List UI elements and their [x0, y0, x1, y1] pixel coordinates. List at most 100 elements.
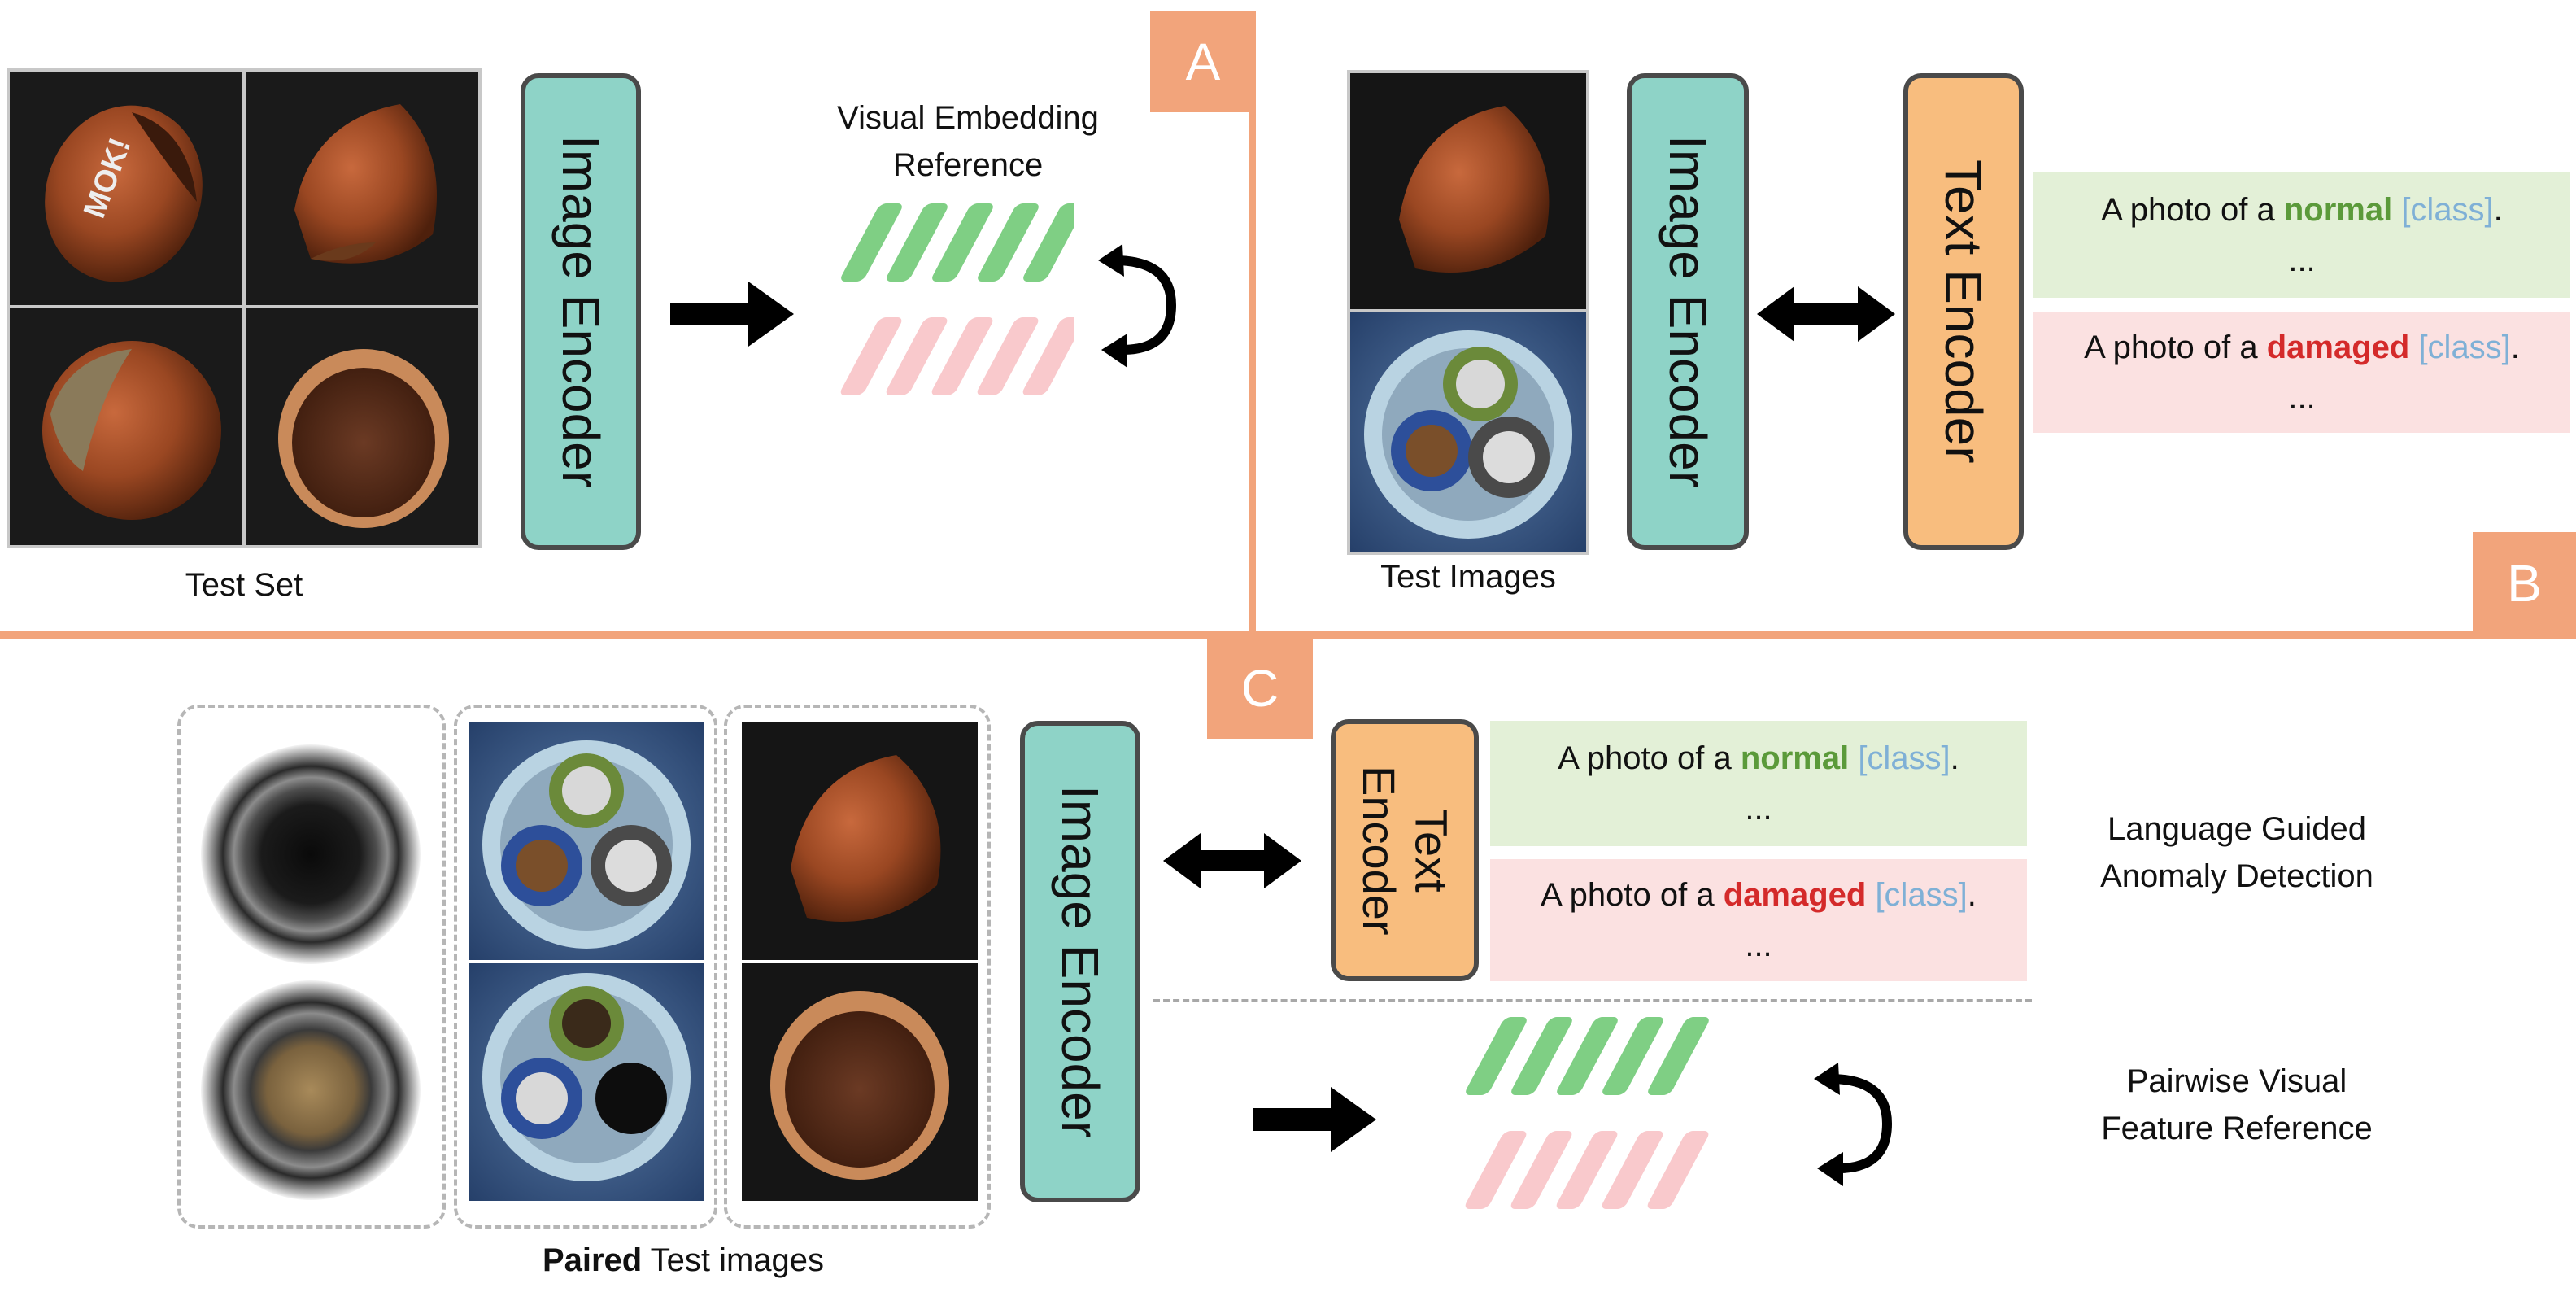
- prompt-prefix: A photo of a: [2084, 330, 2267, 365]
- arrow-right-c-icon: [1253, 1087, 1376, 1152]
- hazelnut-test-image: [1350, 73, 1586, 309]
- panel-c-letter: C: [1207, 638, 1313, 739]
- double-arrow-icon: [1757, 286, 1895, 342]
- image-encoder-c: Image Encoder: [1020, 721, 1140, 1202]
- embedding-green-bar: [841, 203, 902, 282]
- embedding-pink-bar: [1022, 317, 1074, 395]
- embedding-green-bar: [1511, 1017, 1572, 1095]
- embedding-bars-a: [840, 203, 1074, 395]
- visual-embedding-caption: Visual Embedding Reference: [781, 94, 1155, 189]
- text-encoder-b-label: Text Encoder: [1934, 159, 1993, 464]
- embedding-bars-c: [1465, 1017, 1709, 1209]
- embedding-green-bar: [1023, 203, 1074, 282]
- cable-image-missing-wire: [469, 963, 704, 1201]
- normal-prompt-b-text: A photo of a normal [class].: [2101, 185, 2503, 235]
- paired-test-images-caption: Paired Test images: [455, 1237, 911, 1284]
- visual-embedding-caption-line2: Reference: [892, 147, 1044, 183]
- hazelnut-image-crack-c: [742, 963, 978, 1201]
- divider-vertical: [1249, 11, 1256, 638]
- cable-image-normal: [469, 722, 704, 960]
- prompt-keyword-normal: normal: [2283, 192, 2393, 228]
- embedding-pink-bar: [931, 317, 993, 395]
- prompt-prefix: A photo of a: [2101, 192, 2284, 228]
- hazelnut-image-good-2: [10, 308, 242, 545]
- prompt-prefix: A photo of a: [1541, 877, 1724, 913]
- prompt-suffix: .: [1967, 877, 1977, 913]
- prompt-class-token: [class]: [2418, 330, 2511, 365]
- image-encoder-b-label: Image Encoder: [1658, 134, 1717, 489]
- text-encoder-c-label: Text Encoder: [1353, 766, 1458, 936]
- prompt-keyword-damaged: damaged: [2266, 330, 2410, 365]
- damaged-prompt-c: A photo of a damaged [class]. ...: [1490, 859, 2027, 981]
- bottle-image-normal: [201, 744, 421, 964]
- embedding-pink-bar: [1510, 1131, 1572, 1209]
- image-encoder-b: Image Encoder: [1627, 73, 1749, 550]
- embedding-pink-bar: [1556, 1131, 1618, 1209]
- pairwise-line2: Feature Reference: [2101, 1111, 2373, 1146]
- damaged-prompt-b-text: A photo of a damaged [class].: [2084, 322, 2520, 373]
- paired-caption-bold: Paired: [542, 1242, 643, 1278]
- hazelnut-image-text-defect: MOK!: [10, 72, 242, 305]
- panel-a-letter: A: [1150, 11, 1256, 112]
- text-encoder-c-line1: Text: [1406, 808, 1458, 893]
- pairwise-label: Pairwise Visual Feature Reference: [2033, 1058, 2440, 1152]
- text-encoder-c: Text Encoder: [1331, 719, 1479, 981]
- prompt-class-token: [class]: [2401, 192, 2494, 228]
- hazelnut-image-good-1: [246, 72, 478, 305]
- pairwise-line1: Pairwise Visual: [2126, 1063, 2347, 1099]
- embedding-pink-bar: [977, 317, 1039, 395]
- normal-prompt-c: A photo of a normal [class]. ...: [1490, 721, 2027, 846]
- normal-prompt-c-text: A photo of a normal [class].: [1558, 733, 1959, 783]
- test-images-caption: Test Images: [1380, 559, 1556, 595]
- cycle-arrows-icon: [1098, 244, 1177, 368]
- test-set-grid: MOK!: [7, 68, 482, 548]
- paired-caption-rest: Test images: [642, 1242, 825, 1278]
- prompt-ellipsis: ...: [1745, 791, 1772, 827]
- double-arrow-c-icon: [1163, 833, 1301, 888]
- text-encoder-b: Text Encoder: [1903, 73, 2024, 550]
- embedding-green-bar: [978, 203, 1039, 282]
- image-encoder-a-label: Image Encoder: [551, 134, 610, 489]
- embedding-pink-bar: [1465, 1131, 1527, 1209]
- test-set-caption: Test Set: [185, 567, 303, 603]
- prompt-suffix: .: [2493, 192, 2503, 228]
- prompt-keyword-damaged: damaged: [1723, 877, 1867, 913]
- bottle-image-contaminated: [201, 980, 421, 1200]
- damaged-prompt-b: A photo of a damaged [class]. ...: [2033, 312, 2570, 433]
- arrow-right-icon: [670, 282, 794, 347]
- embedding-pink-bar: [1647, 1131, 1709, 1209]
- cable-test-image: [1350, 312, 1586, 552]
- language-guided-line2: Anomaly Detection: [2100, 858, 2373, 894]
- embedding-green-bar: [1466, 1017, 1527, 1095]
- dashed-separator: [1153, 999, 2032, 1002]
- image-encoder-c-label: Image Encoder: [1051, 784, 1109, 1139]
- prompt-suffix: .: [1950, 740, 1959, 776]
- embedding-green-bar: [1602, 1017, 1663, 1095]
- damaged-prompt-c-text: A photo of a damaged [class].: [1541, 870, 1977, 920]
- embedding-pink-bar: [886, 317, 948, 395]
- panel-b-letter: B: [2473, 532, 2576, 635]
- prompt-keyword-normal: normal: [1740, 740, 1850, 776]
- embedding-green-bar: [1648, 1017, 1709, 1095]
- cycle-arrows-c-icon: [1814, 1063, 1893, 1186]
- embedding-green-bar: [932, 203, 993, 282]
- normal-prompt-b: A photo of a normal [class]. ...: [2033, 172, 2570, 298]
- bottle-pair-frame: [177, 705, 446, 1229]
- visual-embedding-caption-line1: Visual Embedding: [837, 100, 1099, 136]
- prompt-class-token: [class]: [1858, 740, 1951, 776]
- language-guided-label: Language Guided Anomaly Detection: [2033, 805, 2440, 900]
- prompt-suffix: .: [2510, 330, 2520, 365]
- hazelnut-pair-frame: [724, 705, 991, 1229]
- embedding-pink-bar: [840, 317, 902, 395]
- embedding-green-bar: [887, 203, 948, 282]
- test-images-stack: [1347, 70, 1589, 555]
- embedding-pink-bar: [1602, 1131, 1663, 1209]
- prompt-class-token: [class]: [1875, 877, 1968, 913]
- embedding-green-bar: [1557, 1017, 1618, 1095]
- image-encoder-a: Image Encoder: [521, 73, 641, 550]
- prompt-prefix: A photo of a: [1558, 740, 1741, 776]
- language-guided-line1: Language Guided: [2107, 811, 2367, 847]
- hazelnut-image-normal-c: [742, 722, 978, 960]
- prompt-ellipsis: ...: [2288, 380, 2316, 416]
- divider-horizontal: [0, 631, 2576, 639]
